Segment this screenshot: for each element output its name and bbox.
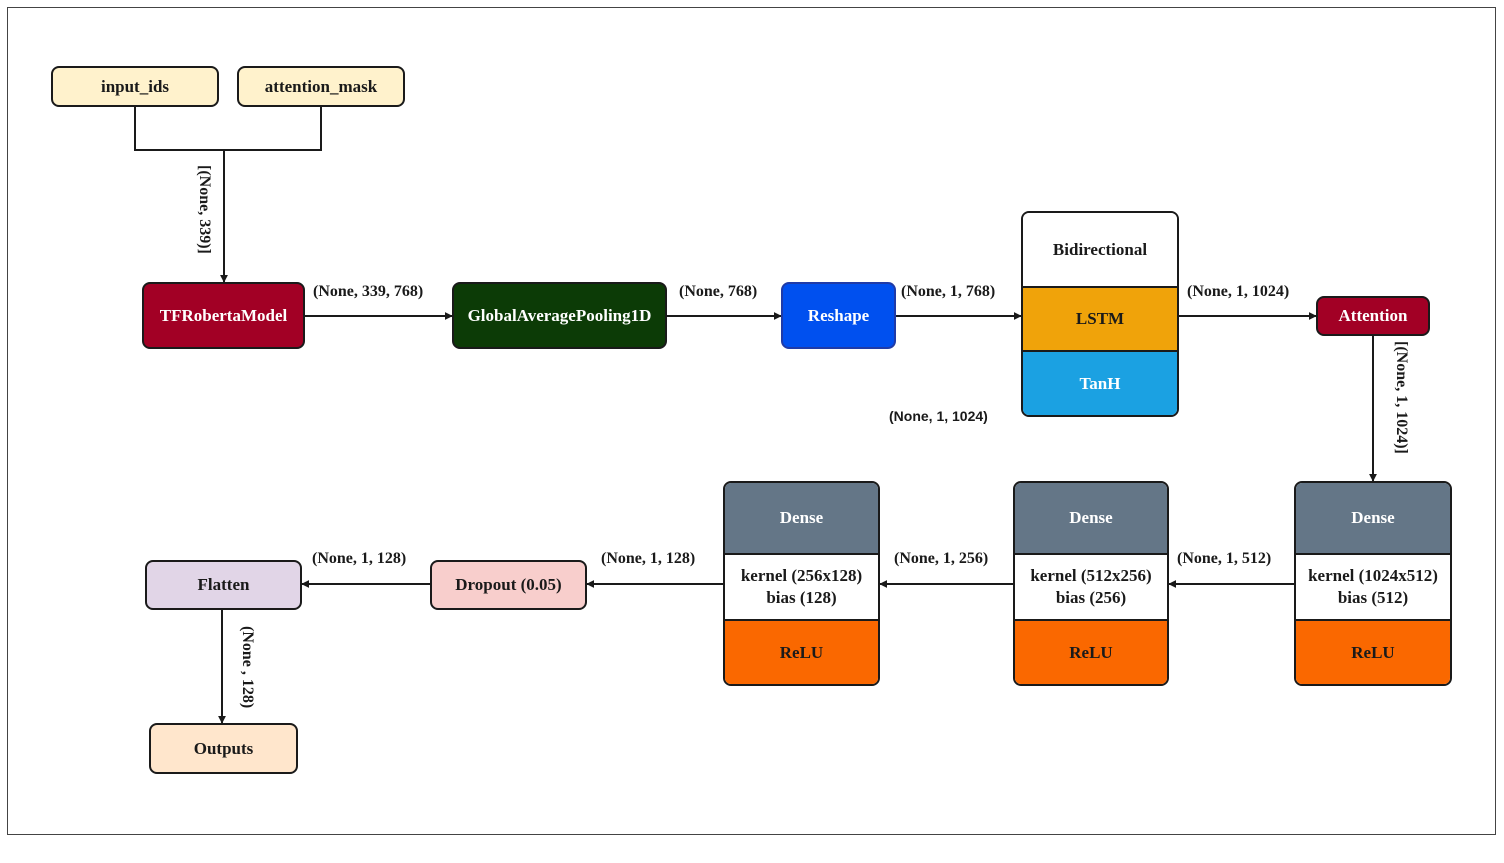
flatten-node: Flatten (145, 560, 302, 610)
dense-block-2: Dense kernel (512x256) bias (256) ReLU (1013, 481, 1169, 686)
dense-block-3: Dense kernel (256x128) bias (128) ReLU (723, 481, 880, 686)
input-merge-bracket (134, 107, 322, 151)
dense-params: kernel (1024x512) bias (512) (1296, 553, 1450, 619)
edge-label-dense1-to-dense2: (None, 1, 512) (1177, 550, 1272, 567)
edge-label-bilstm-to-attention: (None, 1, 1024) (1187, 283, 1290, 300)
dense-kernel: kernel (256x128) (740, 566, 863, 585)
relu-label: ReLU (1296, 619, 1450, 684)
relu-label: ReLU (1015, 619, 1167, 684)
attention-mask-node: attention_mask (237, 66, 405, 107)
bilstm-output-label: (None, 1, 1024) (889, 408, 988, 424)
edge-label-inputs-to-roberta: [(None, 339)] (196, 165, 213, 254)
dense-block-1: Dense kernel (1024x512) bias (512) ReLU (1294, 481, 1452, 686)
dense-title: Dense (1296, 483, 1450, 553)
global-average-pooling-node: GlobalAveragePooling1D (452, 282, 667, 349)
reshape-node: Reshape (781, 282, 896, 349)
tfroberta-model-node: TFRobertaModel (142, 282, 305, 349)
dense-params: kernel (512x256) bias (256) (1015, 553, 1167, 619)
diagram-frame (7, 7, 1496, 835)
edge-label-roberta-to-pooling: (None, 339, 768) (313, 283, 424, 300)
edge-label-attention-to-dense1: [(None, 1, 1024)] (1393, 341, 1410, 454)
edge-label-dense3-to-dropout: (None, 1, 128) (601, 550, 696, 567)
dense-bias: bias (256) (1055, 588, 1127, 607)
edge-label-dense2-to-dense3: (None, 1, 256) (894, 550, 989, 567)
input-ids-node: input_ids (51, 66, 219, 107)
edge-label-dropout-to-flatten: (None, 1, 128) (312, 550, 407, 567)
edge-label-pooling-to-reshape: (None, 768) (679, 283, 758, 300)
dense-title: Dense (725, 483, 878, 553)
bidirectional-lstm-block: Bidirectional LSTM TanH (1021, 211, 1179, 417)
attention-node: Attention (1316, 296, 1430, 336)
dense-bias: bias (128) (766, 588, 837, 607)
relu-label: ReLU (725, 619, 878, 684)
lstm-label: LSTM (1023, 286, 1177, 350)
dense-kernel: kernel (512x256) (1030, 566, 1152, 585)
edge-label-reshape-to-bilstm: (None, 1, 768) (901, 283, 996, 300)
tanh-label: TanH (1023, 350, 1177, 415)
outputs-node: Outputs (149, 723, 298, 774)
dense-params: kernel (256x128) bias (128) (725, 553, 878, 619)
dense-title: Dense (1015, 483, 1167, 553)
dense-bias: bias (512) (1337, 588, 1409, 607)
edge-label-flatten-to-outputs: (None , 128) (239, 626, 256, 709)
dense-kernel: kernel (1024x512) (1308, 566, 1438, 585)
dropout-node: Dropout (0.05) (430, 560, 587, 610)
bidirectional-label: Bidirectional (1023, 213, 1177, 286)
